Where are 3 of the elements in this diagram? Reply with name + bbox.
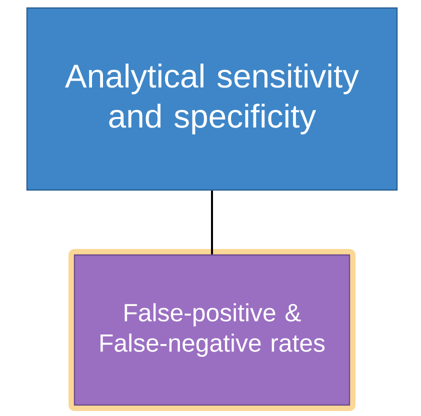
process-box: False-positive & False-negative rates	[74, 254, 350, 406]
connector-line	[211, 190, 213, 254]
process-box: Analytical sensitivity and specificity	[26, 7, 398, 191]
